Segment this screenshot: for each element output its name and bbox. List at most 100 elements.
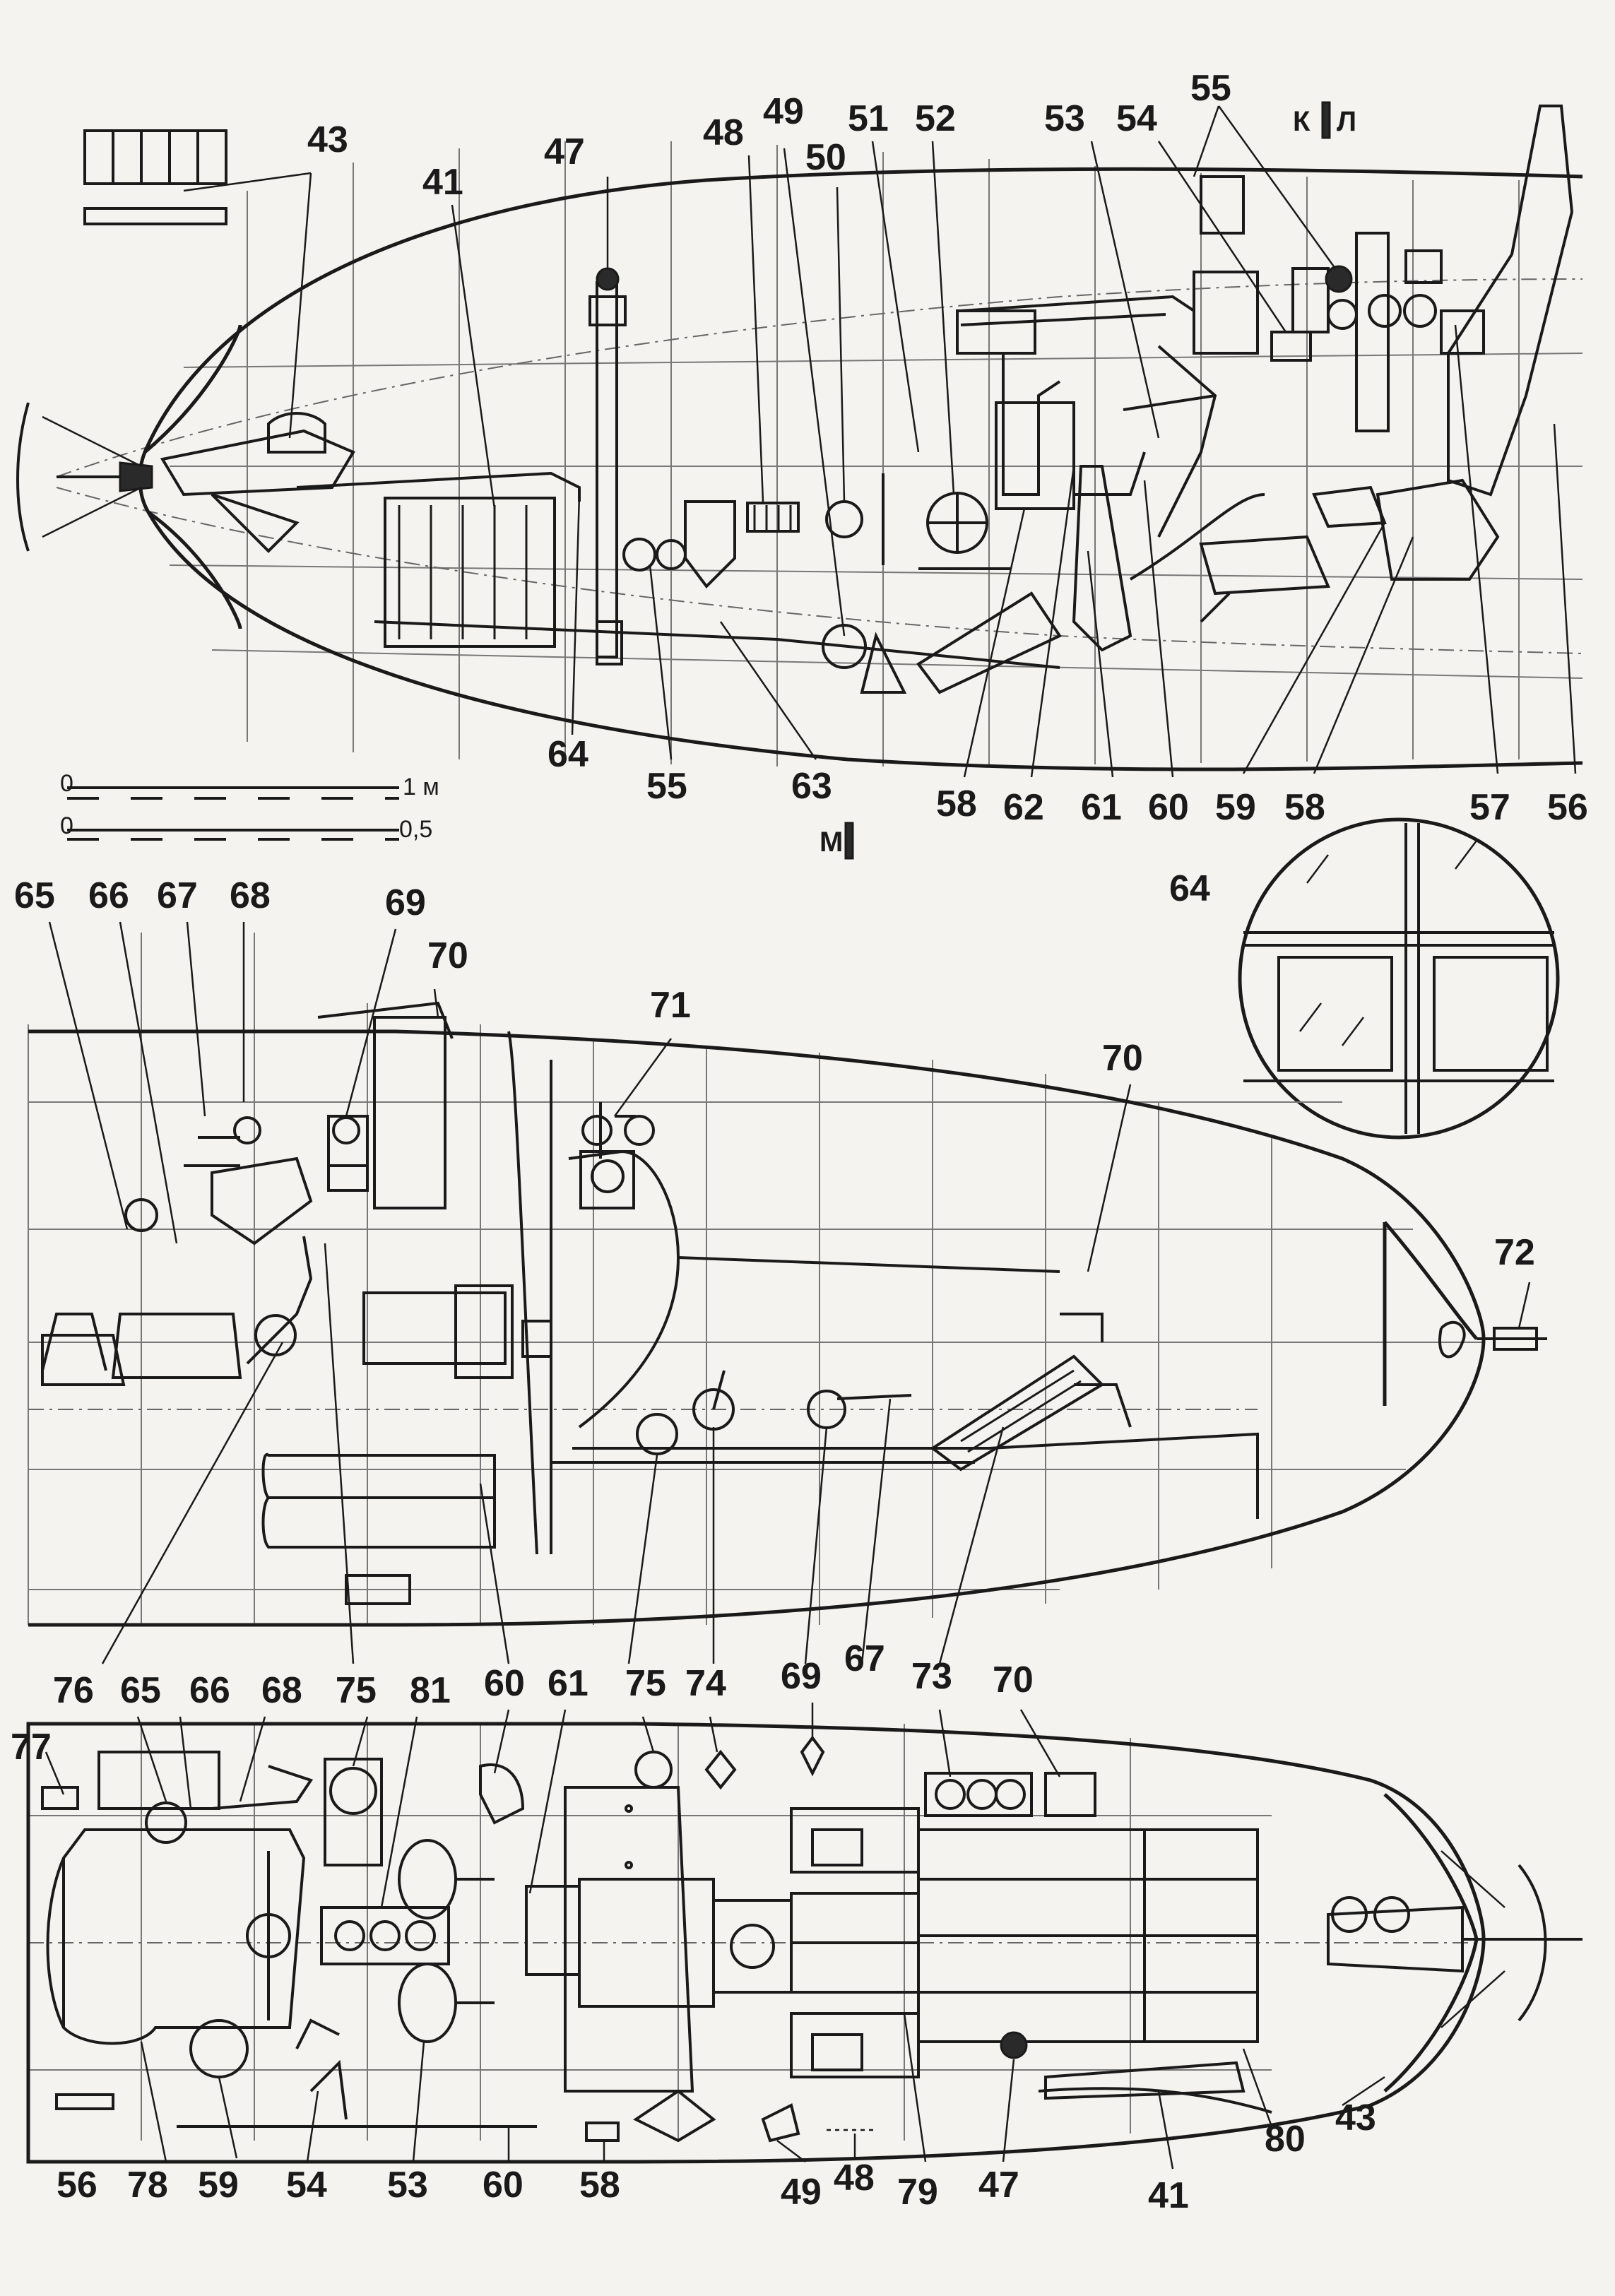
callout-61-plan: 61	[548, 1663, 588, 1704]
callout-60: 60	[1148, 787, 1189, 828]
callout-78: 78	[127, 2165, 168, 2206]
callout-41-plan: 41	[1148, 2175, 1189, 2216]
callout-49-plan: 49	[781, 2172, 822, 2213]
callout-73-plan: 73	[911, 1656, 952, 1697]
callout-79: 79	[897, 2172, 938, 2213]
view1-floor-rail	[374, 620, 1060, 669]
callout-75-plan-left: 75	[336, 1670, 377, 1711]
detail-64-inset: 64	[1169, 817, 1560, 1140]
callout-47: 47	[544, 131, 585, 172]
callout-56-plan: 56	[57, 2165, 97, 2206]
scale-zero-bottom: 0	[60, 812, 73, 839]
view2-grid	[28, 933, 1484, 1625]
center-instruments	[684, 473, 1010, 694]
callout-70-right: 70	[1102, 1038, 1143, 1079]
callout-41: 41	[422, 162, 463, 203]
scale-zero-top: 0	[60, 770, 73, 797]
pilot-seat-side	[916, 345, 1265, 694]
callout-77: 77	[11, 1727, 52, 1768]
callout-76-plan: 76	[53, 1670, 94, 1711]
callout-61: 61	[1081, 787, 1122, 828]
callout-76: 76	[53, 1670, 94, 1711]
callout-58-left: 58	[936, 783, 977, 824]
piping-system	[956, 175, 1259, 510]
scale-bar	[67, 786, 399, 841]
nose-gun-assembly	[16, 402, 355, 553]
callout-54: 54	[1116, 98, 1157, 139]
right-control-panel	[1199, 105, 1574, 623]
callout-48-plan: 48	[834, 2158, 875, 2199]
callout-65: 65	[14, 875, 55, 916]
callout-48: 48	[703, 112, 744, 153]
view2-gun-muzzle	[1493, 1327, 1538, 1351]
callout-49: 49	[763, 91, 804, 132]
view1-hull-outline	[138, 167, 1583, 771]
view-side-section: 43 41 47 48 49 50 51 52 53 54 55 64 55 6…	[16, 68, 1588, 860]
callout-52: 52	[915, 98, 956, 139]
callout-50: 50	[805, 137, 846, 178]
callout-54-plan: 54	[286, 2165, 327, 2206]
callout-43-plan: 43	[1335, 2097, 1376, 2138]
callout-47-plan: 47	[978, 2165, 1019, 2206]
callout-75-right: 75	[625, 1663, 666, 1704]
callout-68-plan: 68	[261, 1670, 302, 1711]
view1-dashed-line-lower	[56, 487, 1583, 654]
callout-59: 59	[1215, 787, 1256, 828]
callout-43: 43	[307, 119, 348, 160]
callout-72: 72	[1494, 1232, 1535, 1273]
callout-67: 67	[157, 875, 198, 916]
callout-66-plan: 66	[189, 1670, 230, 1711]
callout-70-plan: 70	[993, 1659, 1034, 1700]
scale-half: 0,5	[399, 816, 432, 843]
callout-63: 63	[791, 766, 832, 807]
callout-74: 74	[685, 1663, 726, 1704]
view3-components	[41, 1735, 1583, 2143]
section-mark-bar-bottom	[844, 822, 854, 860]
callout-80: 80	[1265, 2119, 1306, 2160]
view2-leaders	[48, 921, 1531, 1664]
view-top-section: 65 66 67 68 69 70 71 70 72 76 75 60 75 7…	[14, 875, 1547, 1711]
callout-58-right: 58	[1284, 787, 1325, 828]
callout-66: 66	[88, 875, 129, 916]
callout-70-left: 70	[427, 935, 468, 976]
callout-69-plan: 69	[781, 1656, 822, 1697]
callout-75-left: 75	[336, 1670, 377, 1711]
callout-75-plan-right: 75	[625, 1663, 666, 1704]
view1-dashed-line	[56, 278, 1583, 478]
callout-59-plan: 59	[198, 2165, 239, 2206]
callout-69-bottom: 69	[781, 1656, 822, 1697]
callout-51: 51	[848, 98, 889, 139]
view2-nose-fitting	[1438, 1320, 1466, 1359]
callout-67-bottom: 67	[844, 1638, 885, 1679]
callout-81: 81	[410, 1670, 451, 1711]
view1-grid	[169, 141, 1583, 767]
section-mark-k: К	[1293, 106, 1311, 137]
callout-73: 73	[911, 1656, 952, 1697]
callout-64: 64	[548, 734, 588, 775]
detail-64-label: 64	[1169, 868, 1210, 909]
callout-53-plan: 53	[387, 2165, 428, 2206]
oil-cooler-block	[296, 471, 581, 648]
callout-60: 60	[484, 1663, 525, 1704]
view1-nose-frame	[143, 324, 242, 629]
ammo-magazines-icon	[83, 129, 227, 225]
view1-leaders	[183, 105, 1577, 778]
view-floor-plan: 76 65 66 68 75 81 60 61 75 74 69 73 70 7…	[11, 1656, 1583, 2216]
callout-53: 53	[1044, 98, 1085, 139]
callout-68: 68	[230, 875, 271, 916]
callout-60-plan: 60	[484, 1663, 525, 1704]
callout-74-plan: 74	[685, 1663, 726, 1704]
section-mark-bar-top	[1321, 101, 1331, 139]
view2-nose-frame	[1383, 1221, 1478, 1406]
section-mark-m: М	[820, 827, 843, 858]
callout-69: 69	[385, 882, 426, 923]
callout-57: 57	[1469, 787, 1510, 828]
callout-65-plan: 65	[120, 1670, 161, 1711]
callout-58-plan: 58	[579, 2165, 620, 2206]
scale-one-meter: 1 м	[403, 774, 439, 800]
callout-55-bottom: 55	[646, 766, 687, 807]
callout-55-top: 55	[1190, 68, 1231, 109]
callout-71: 71	[650, 985, 691, 1026]
view2-hull-outline	[28, 1029, 1486, 1627]
